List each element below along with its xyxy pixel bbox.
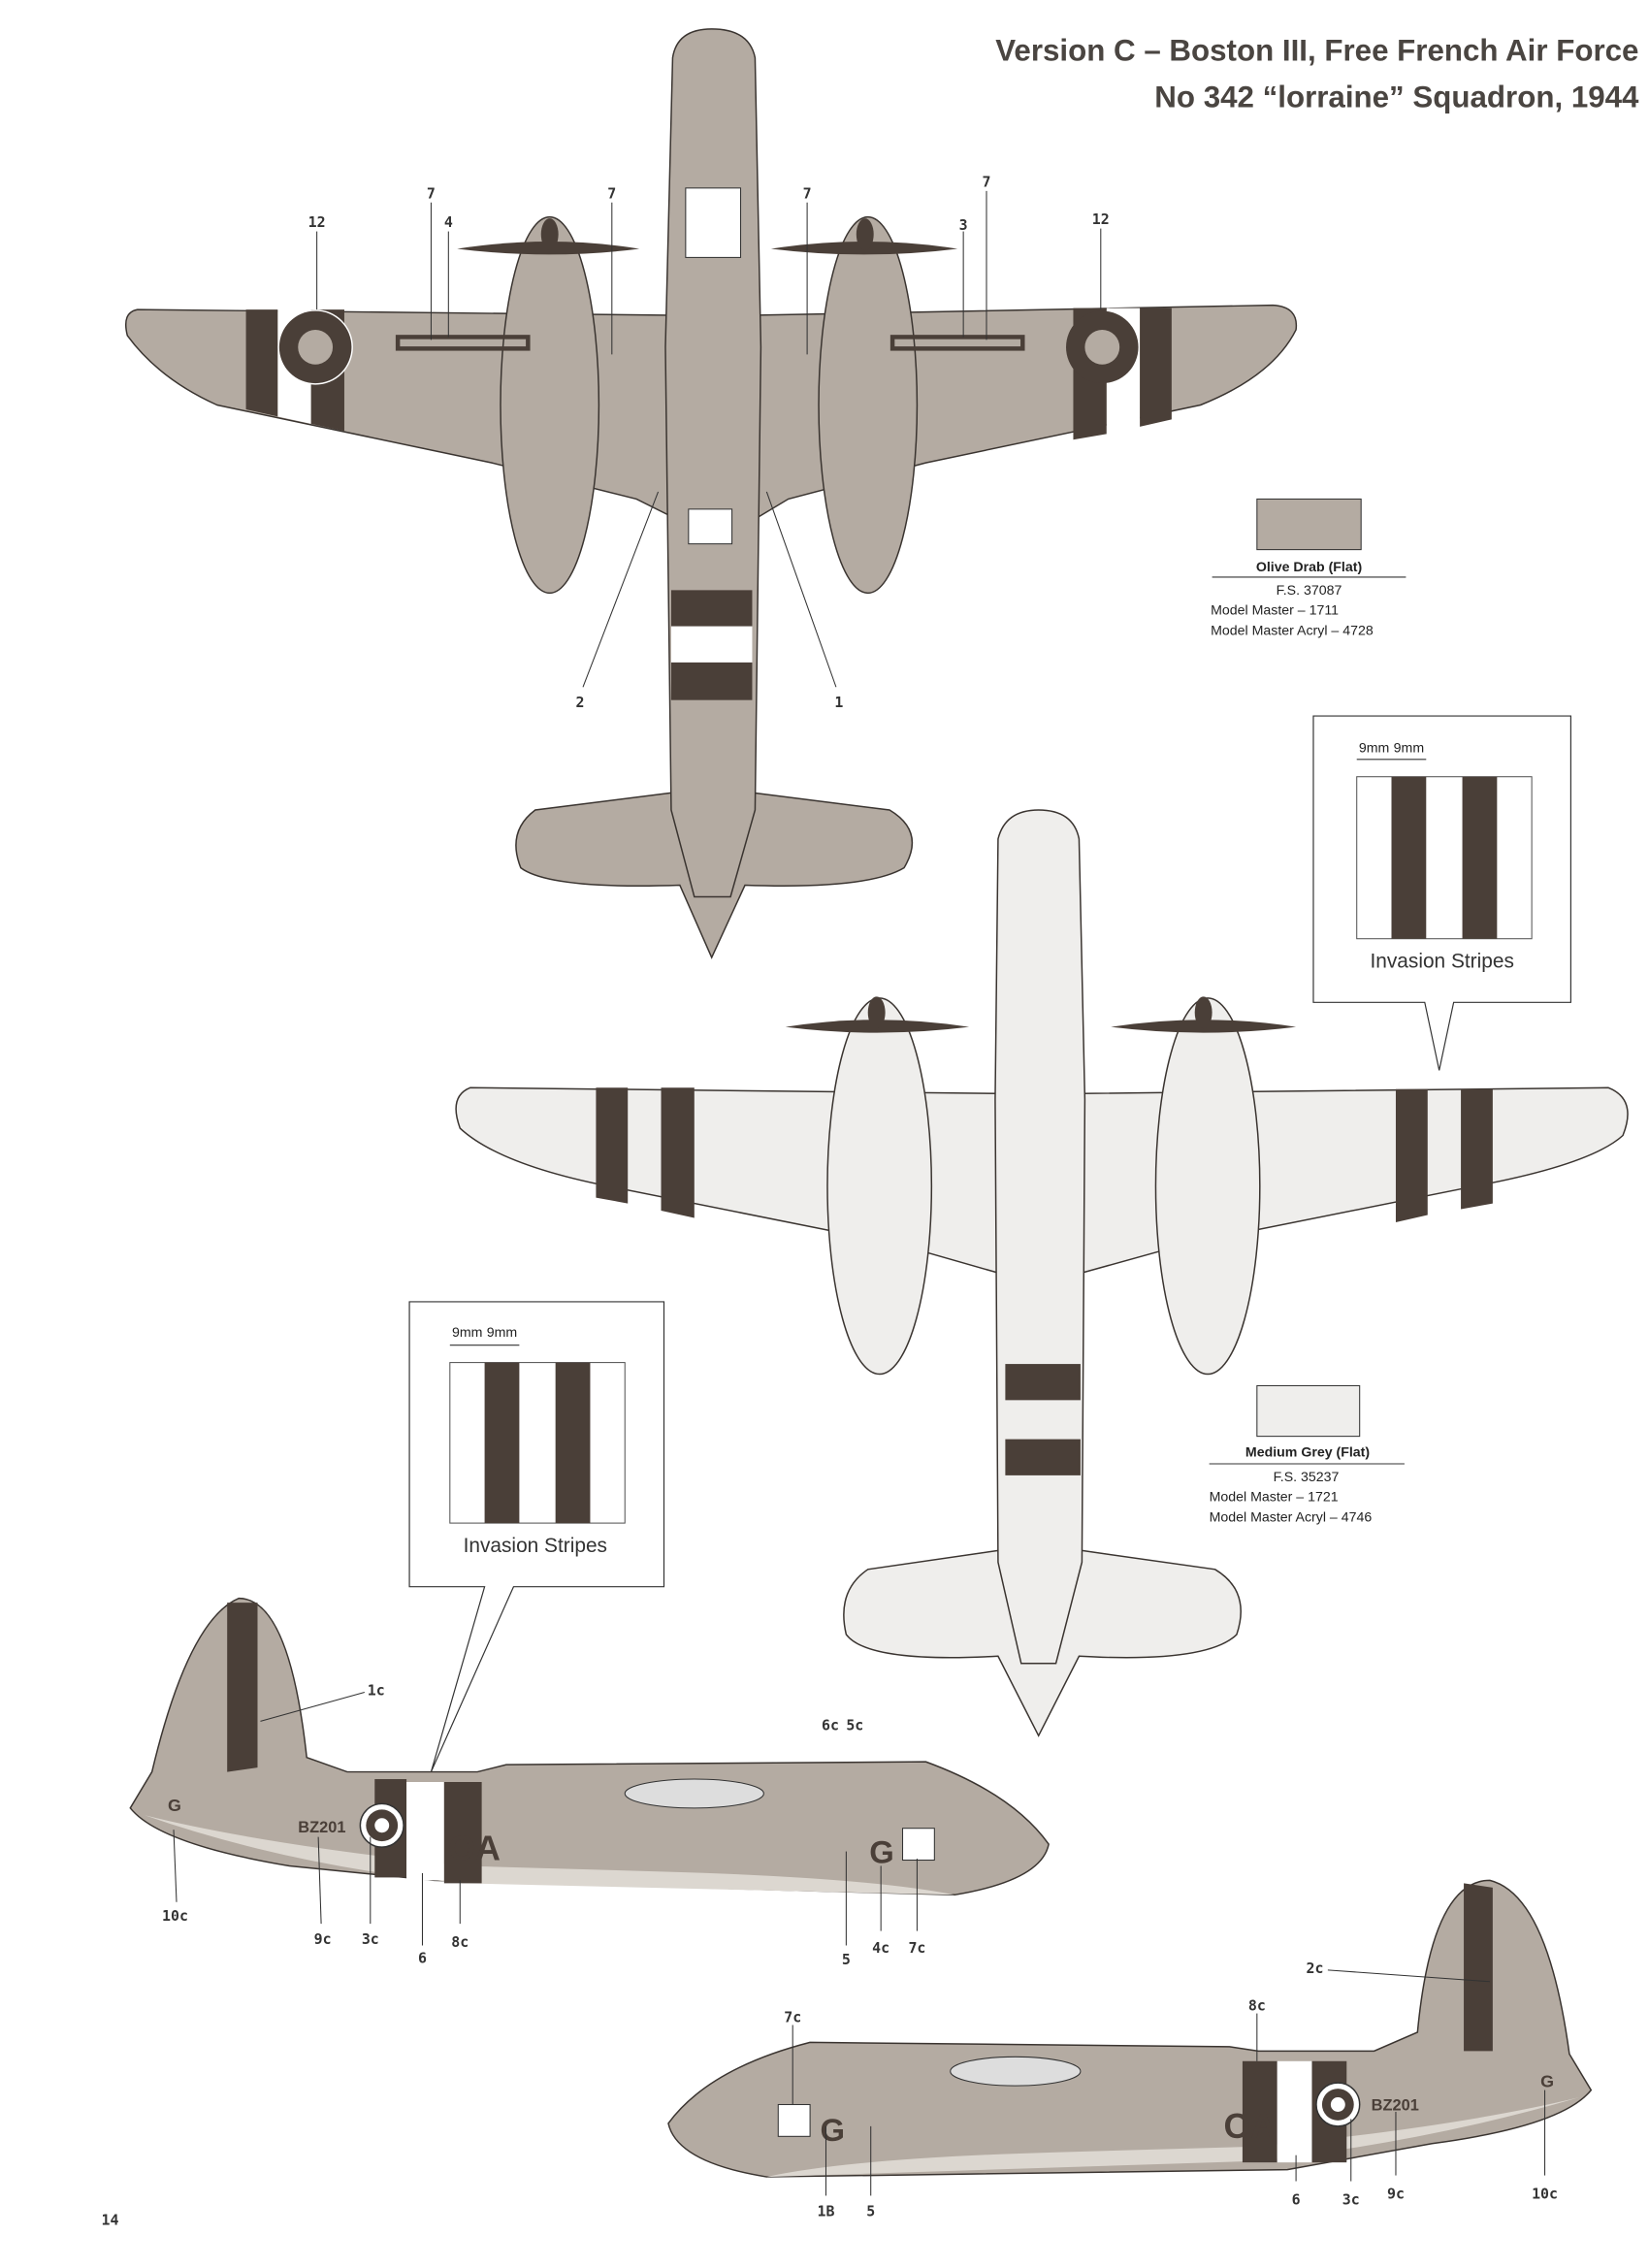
side-view-right-callouts: 2c 7c 8c 1B 5 6 3c 9c 10c	[784, 1960, 1558, 2220]
svg-text:Model Master Acryl – 4728: Model Master Acryl – 4728	[1211, 624, 1374, 639]
invasion-stripes-callout-1: 9mm 9mm Invasion Stripes	[1312, 715, 1571, 1071]
aircraft-letter: G	[869, 1833, 894, 1869]
svg-text:7: 7	[607, 184, 616, 202]
top-view-aircraft	[124, 28, 1298, 959]
svg-text:BZ201: BZ201	[1372, 2096, 1419, 2114]
side-view-left-callouts: 1c 6c 5c 10c 9c 3c 6 8c 5 4c 7c	[162, 1682, 925, 1968]
svg-text:9mm: 9mm	[452, 1325, 482, 1341]
title-line-2: No 342 “lorraine” Squadron, 1944	[1154, 80, 1639, 113]
right-nacelle	[818, 215, 919, 595]
tail-letter: G	[168, 1796, 181, 1815]
lorraine-cross-marking	[901, 1828, 935, 1862]
svg-text:Invasion Stripes: Invasion Stripes	[464, 1535, 607, 1557]
svg-text:1B: 1B	[818, 2202, 835, 2219]
invasion-stripes-callout-2: 9mm 9mm Invasion Stripes	[408, 1301, 665, 1772]
svg-text:4: 4	[444, 213, 453, 231]
svg-text:5: 5	[866, 2202, 875, 2219]
svg-text:5: 5	[842, 1951, 851, 1968]
svg-text:7: 7	[427, 184, 436, 202]
svg-text:G: G	[821, 2112, 846, 2148]
svg-text:12: 12	[308, 213, 326, 231]
svg-text:4c: 4c	[872, 1939, 889, 1957]
medium-grey-swatch	[1256, 1384, 1361, 1438]
svg-text:1c: 1c	[368, 1682, 385, 1700]
olive-drab-swatch	[1256, 498, 1362, 551]
svg-text:G: G	[1540, 2072, 1554, 2091]
svg-text:7: 7	[983, 173, 991, 190]
svg-text:1: 1	[834, 694, 843, 711]
svg-text:8c: 8c	[451, 1933, 469, 1951]
svg-text:3: 3	[959, 216, 968, 234]
svg-text:7: 7	[803, 184, 812, 202]
top-fuselage	[664, 28, 762, 898]
svg-text:Invasion Stripes: Invasion Stripes	[1370, 951, 1513, 973]
svg-text:F.S. 35237: F.S. 35237	[1274, 1470, 1340, 1485]
svg-text:6c: 6c	[822, 1716, 839, 1733]
side-view-left-aircraft: BZ201 OA G G	[129, 1597, 1050, 1896]
svg-text:2: 2	[576, 694, 585, 711]
svg-text:Model Master – 1711: Model Master – 1711	[1211, 603, 1339, 619]
svg-text:9c: 9c	[1387, 2185, 1405, 2202]
svg-text:9mm: 9mm	[487, 1325, 517, 1341]
svg-text:10c: 10c	[162, 1907, 188, 1925]
svg-text:9mm: 9mm	[1394, 740, 1424, 756]
side-view-right-aircraft: BZ201 OA G G	[667, 1879, 1593, 2178]
svg-text:8c: 8c	[1248, 1997, 1266, 2015]
top-view-callouts: 12 7 4 7 7 3 7 12 2 1	[308, 173, 1110, 711]
serial-number: BZ201	[298, 1819, 345, 1836]
page-number: 14	[101, 2211, 118, 2228]
svg-text:9mm: 9mm	[1359, 740, 1389, 756]
svg-text:Model Master Acryl – 4746: Model Master Acryl – 4746	[1210, 1510, 1373, 1526]
squadron-code: OA	[448, 1830, 501, 1868]
color-key-olive-drab: Olive Drab (Flat) F.S. 37087 Model Maste…	[1211, 498, 1406, 639]
svg-text:F.S. 37087: F.S. 37087	[1277, 583, 1342, 599]
svg-text:7c: 7c	[784, 2009, 801, 2026]
svg-text:12: 12	[1092, 211, 1110, 228]
svg-text:7c: 7c	[908, 1939, 925, 1957]
svg-text:2c: 2c	[1306, 1960, 1323, 1977]
svg-text:3c: 3c	[362, 1930, 379, 1948]
title-line-1: Version C – Boston III, Free French Air …	[995, 34, 1638, 68]
svg-text:Medium Grey (Flat): Medium Grey (Flat)	[1245, 1445, 1370, 1461]
color-key-medium-grey: Medium Grey (Flat) F.S. 35237 Model Mast…	[1209, 1384, 1405, 1526]
bottom-view-aircraft	[455, 809, 1629, 1737]
left-nacelle	[500, 215, 600, 595]
svg-text:10c: 10c	[1532, 2185, 1558, 2202]
svg-text:5c: 5c	[846, 1716, 863, 1733]
svg-text:3c: 3c	[1342, 2190, 1360, 2208]
svg-text:Model Master – 1721: Model Master – 1721	[1210, 1490, 1339, 1506]
svg-text:Olive Drab (Flat): Olive Drab (Flat)	[1256, 560, 1363, 575]
svg-text:6: 6	[418, 1949, 427, 1966]
svg-text:9c: 9c	[314, 1930, 332, 1948]
svg-text:OA: OA	[1224, 2107, 1277, 2146]
svg-text:6: 6	[1292, 2190, 1301, 2208]
